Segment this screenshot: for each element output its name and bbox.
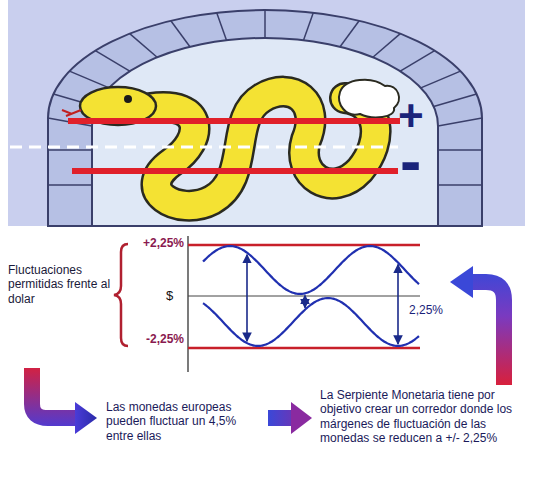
spread-arrow [304,295,306,307]
arch-stone [434,94,477,106]
spread-value: 2,25% [409,303,443,317]
dollar-axis: $ [166,288,173,304]
spread-arrow [397,265,399,344]
european-fluctuation-note: Las monedas europeas pueden fluctuar un … [106,400,264,443]
upper-wave [203,246,419,294]
minus-sign: - [400,129,421,193]
upper-limit: +2,25% [143,236,184,250]
arch-stone [438,184,482,186]
arch-stone [48,184,92,186]
arch-stone [130,34,157,58]
arch-stone [438,149,482,151]
allowed-fluctuation-note: Fluctuaciones permitidas frente al dolar [8,263,112,306]
arch-stone [48,149,92,151]
arch-stone [95,51,129,71]
lower-wave [203,298,419,346]
brace [114,244,128,346]
arch-stone [400,51,434,71]
arch-stone [69,71,109,88]
snake [62,80,399,206]
arch-stone [264,10,266,38]
arch-stone [171,21,190,47]
arch-stone [438,118,482,126]
band-lines [10,121,400,171]
lower-limit: -2,25% [146,332,184,346]
spread-arrow [246,255,248,341]
arch-stone [421,71,461,88]
arch-stone [340,21,359,47]
snake-objective-note: La Serpiente Monetaria tiene por objetiv… [320,388,526,446]
arch-stone [303,13,313,40]
tunnel-illustration [8,0,525,226]
arch-stone [217,13,227,40]
fluctuation-chart [114,236,420,372]
arch-stone [373,34,400,58]
